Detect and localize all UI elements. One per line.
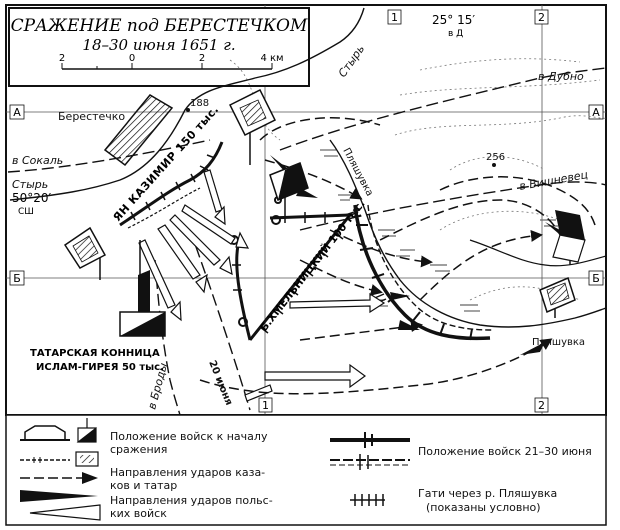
label-to-vishnevets: в Вишневец (518, 168, 589, 193)
label-styr-top: Стырь (336, 43, 367, 80)
latitude-hemisphere: СШ (18, 207, 34, 217)
legend-polish-strikes-line2: ких войск (110, 507, 167, 520)
scale-bar: 2 0 2 4 км (59, 53, 284, 70)
roads (7, 67, 607, 416)
legend-start-positions-line2: сражения (110, 443, 167, 456)
rivers (9, 7, 607, 328)
grid-row-right-a: А (592, 106, 600, 119)
longitude-label: 25° 15′ (432, 13, 475, 27)
marsh-areas (320, 149, 558, 312)
legend-positions-21-30: Положение войск 21–30 июня (418, 445, 592, 458)
label-june-20: 20 июня (206, 359, 234, 407)
legend-symbol-polish-strikes (29, 504, 101, 521)
scale-label-zero: 0 (129, 53, 135, 64)
scale-label-2: 2 (199, 53, 205, 64)
map-title: СРАЖЕНИЕ под БЕРЕСТЕЧКОМ (11, 16, 308, 36)
label-height-188: 188 (190, 98, 209, 109)
scale-label-left: 2 (59, 53, 65, 64)
grid-col-bottom-1: 1 (262, 399, 269, 412)
road-to-brody (154, 259, 181, 416)
grid-col-top-2: 2 (538, 11, 545, 24)
polish-army-line (119, 141, 224, 229)
height-marker-188 (186, 108, 190, 112)
tatar-label-line2: ИСЛАМ-ГИРЕЯ 50 тыс. (36, 362, 164, 373)
title-box: СРАЖЕНИЕ под БЕРЕСТЕЧКОМ 18–30 июня 1651… (8, 7, 310, 87)
height-marker-256 (492, 163, 496, 167)
grid-row-left-a: А (13, 106, 21, 119)
label-berestechko: Берестечко (58, 110, 125, 123)
polish-flag-east (539, 276, 576, 318)
cossack-flag-north (269, 162, 309, 212)
cossack-tabor (229, 196, 354, 341)
plyashovka-river (329, 139, 607, 328)
grid-col-bottom-2: 2 (538, 399, 545, 412)
legend-symbol-start-positions (20, 418, 99, 467)
legend-start-positions-line1: Положение войск к началу (110, 430, 268, 443)
polish-flag-west (63, 226, 107, 280)
legend-gati-line2: (показаны условно) (426, 501, 541, 514)
tatar-flag (119, 240, 166, 337)
styr-river (9, 7, 365, 201)
label-height-256: 256 (486, 152, 505, 163)
polish-flag-north (228, 88, 277, 165)
legend-symbol-gati (350, 494, 385, 506)
label-to-sokal: в Сокаль (12, 154, 63, 167)
road-to-dubno (279, 67, 607, 151)
legend-cossack-strikes-line2: ков и татар (110, 479, 177, 492)
legend-symbol-positions-21-30 (330, 432, 410, 470)
grid-col-top-1: 1 (391, 11, 398, 24)
legend-symbol-cossack-strikes (20, 472, 98, 502)
legend-gati-line1: Гати через р. Пляшувка (418, 487, 557, 500)
map-subtitle: 18–30 июня 1651 г. (82, 36, 235, 54)
cossack-strike-arrows (199, 117, 596, 395)
legend-frame (5, 414, 607, 526)
tatar-label-line1: ТАТАРСКАЯ КОННИЦА (30, 348, 160, 359)
label-to-dubno: в Дубно (538, 70, 584, 83)
scale-label-4km: 4 км (260, 53, 283, 64)
cossack-positions-21-30 (344, 204, 493, 341)
polish-strike-arrows (138, 169, 386, 402)
label-plyashovka-bottom: Пляшувка (532, 337, 585, 348)
legend-cossack-strikes-line1: Направления ударов казa- (110, 466, 265, 479)
road-to-sokal (7, 139, 211, 173)
cossack-flag-east (552, 210, 586, 265)
berestechko-town (103, 94, 174, 167)
label-styr-left: Стырь (12, 178, 48, 191)
grid-row-left-b: Б (13, 272, 21, 285)
grid-row-right-b: Б (592, 272, 600, 285)
road-to-vishnevets (299, 181, 607, 231)
longitude-hemisphere: в Д (448, 29, 463, 39)
legend-polish-strikes-line1: Направления ударов польс- (110, 494, 273, 507)
